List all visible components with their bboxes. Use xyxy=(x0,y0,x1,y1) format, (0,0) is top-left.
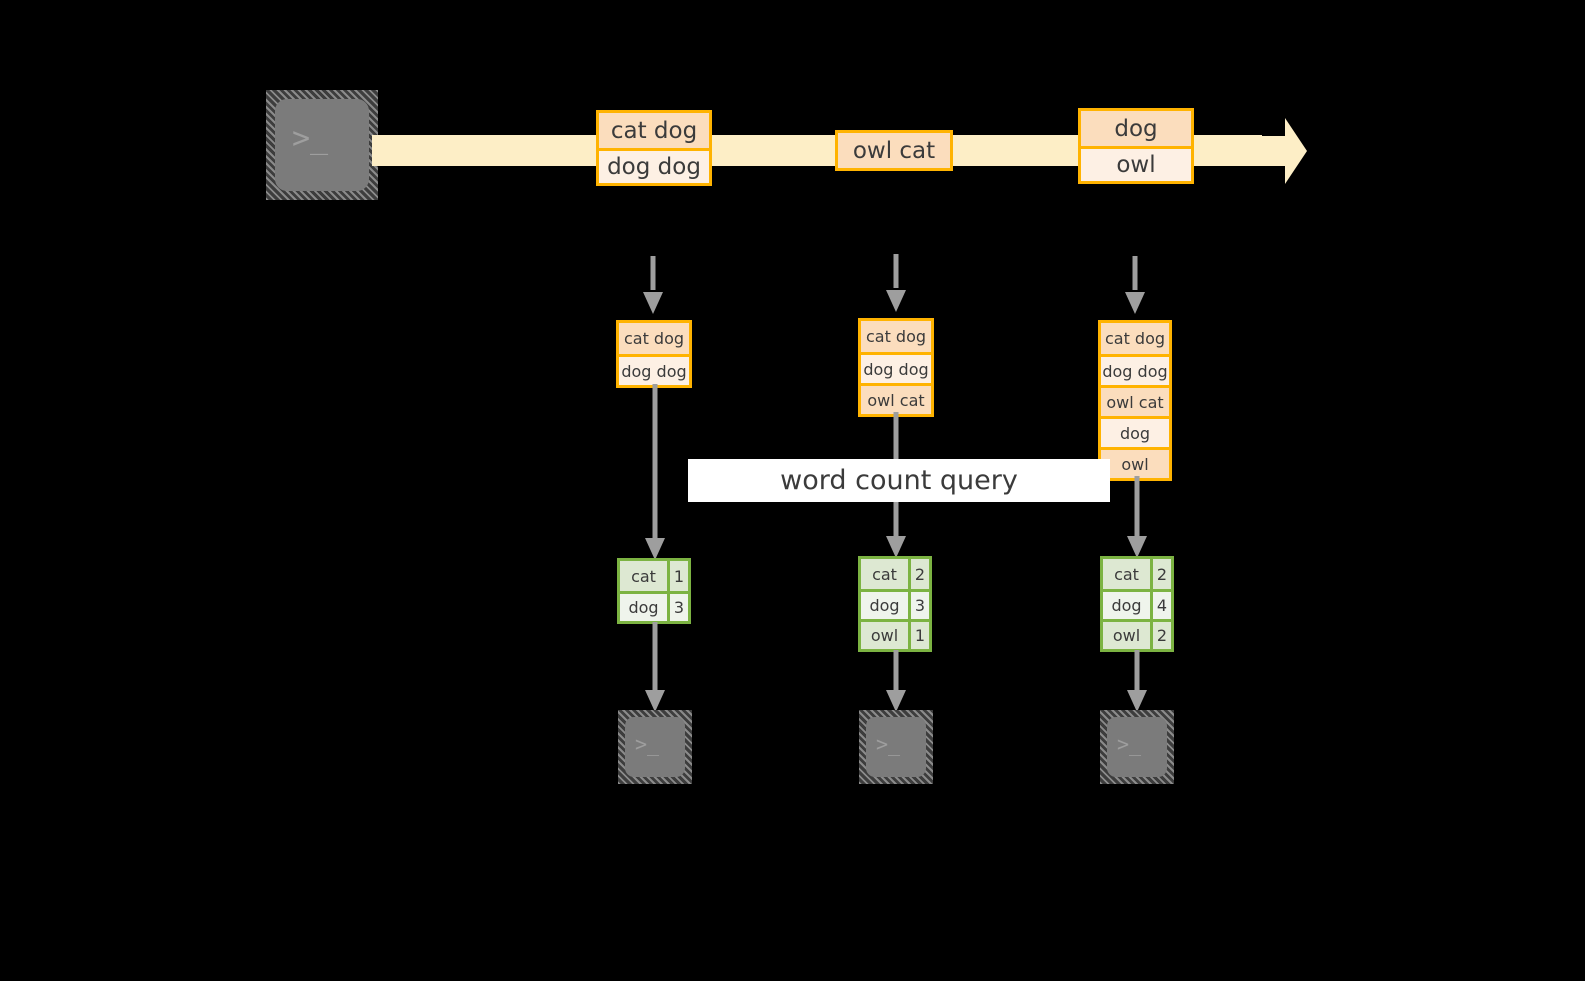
terminal-prompt-glyph: >_ xyxy=(876,732,901,756)
table-cell-word: cat xyxy=(861,559,908,589)
snapshot-line: owl xyxy=(1101,447,1169,478)
table-cell-word: dog xyxy=(861,592,908,619)
query-label-band: word count query xyxy=(688,459,1110,502)
right-arrow-icon xyxy=(1255,118,1307,184)
terminal-icon-consumer-3: >_ xyxy=(1100,710,1174,784)
solid-down-arrow-3 xyxy=(1125,476,1149,560)
snapshot-line: cat dog xyxy=(619,323,689,354)
table-row: cat 1 xyxy=(620,561,688,591)
table-cell-count: 3 xyxy=(908,592,929,619)
snapshot-line: dog dog xyxy=(619,354,689,385)
table-cell-count: 2 xyxy=(1150,559,1171,589)
terminal-prompt-glyph: >_ xyxy=(292,121,329,156)
snapshot-line: cat dog xyxy=(1101,323,1169,354)
terminal-screen xyxy=(625,717,685,777)
table-cell-count: 4 xyxy=(1150,592,1171,619)
terminal-screen xyxy=(866,717,926,777)
table-cell-count: 2 xyxy=(908,559,929,589)
terminal-icon-producer: >_ xyxy=(266,90,378,200)
dashed-down-arrow-1 xyxy=(641,256,665,316)
snapshot-line: owl cat xyxy=(861,383,931,414)
table-row: cat 2 xyxy=(1103,559,1171,589)
table-row: dog 4 xyxy=(1103,589,1171,619)
solid-down-arrow-1 xyxy=(643,384,667,562)
solid-down-arrow-5 xyxy=(884,650,908,714)
stream-message-line: owl cat xyxy=(838,133,950,168)
table-cell-word: cat xyxy=(620,561,667,591)
stream-message-line: owl xyxy=(1081,146,1191,181)
result-table-1: cat 1 dog 3 xyxy=(617,558,691,624)
snapshot-line: dog dog xyxy=(861,352,931,383)
snapshot-stack-1: cat dog dog dog xyxy=(616,320,692,388)
table-row: cat 2 xyxy=(861,559,929,589)
stream-message-3: dog owl xyxy=(1078,108,1194,184)
stream-message-line: cat dog xyxy=(599,113,709,148)
stream-message-line: dog xyxy=(1081,111,1191,146)
terminal-prompt-glyph: >_ xyxy=(635,732,660,756)
snapshot-line: owl cat xyxy=(1101,385,1169,416)
solid-down-arrow-6 xyxy=(1125,650,1149,714)
dashed-down-arrow-3 xyxy=(1123,256,1147,316)
stream-message-1: cat dog dog dog xyxy=(596,110,712,186)
table-cell-word: dog xyxy=(1103,592,1150,619)
table-cell-count: 1 xyxy=(908,622,929,649)
query-label: word count query xyxy=(780,465,1018,496)
dashed-down-arrow-2 xyxy=(884,254,908,314)
stream-message-2: owl cat xyxy=(835,130,953,171)
table-row: dog 3 xyxy=(861,589,929,619)
terminal-icon-consumer-1: >_ xyxy=(618,710,692,784)
snapshot-stack-3: cat dog dog dog owl cat dog owl xyxy=(1098,320,1172,481)
terminal-screen xyxy=(275,99,369,191)
table-cell-word: owl xyxy=(1103,622,1150,649)
terminal-icon-consumer-2: >_ xyxy=(859,710,933,784)
terminal-prompt-glyph: >_ xyxy=(1117,732,1142,756)
terminal-screen xyxy=(1107,717,1167,777)
table-cell-count: 2 xyxy=(1150,622,1171,649)
snapshot-line: cat dog xyxy=(861,321,931,352)
table-cell-word: cat xyxy=(1103,559,1150,589)
table-cell-count: 3 xyxy=(667,594,688,621)
solid-down-arrow-4 xyxy=(643,622,667,714)
stream-message-line: dog dog xyxy=(599,148,709,183)
snapshot-line: dog xyxy=(1101,416,1169,447)
snapshot-stack-2: cat dog dog dog owl cat xyxy=(858,318,934,417)
table-row: dog 3 xyxy=(620,591,688,621)
table-cell-word: dog xyxy=(620,594,667,621)
table-row: owl 1 xyxy=(861,619,929,649)
result-table-3: cat 2 dog 4 owl 2 xyxy=(1100,556,1174,652)
table-cell-count: 1 xyxy=(667,561,688,591)
snapshot-line: dog dog xyxy=(1101,354,1169,385)
table-row: owl 2 xyxy=(1103,619,1171,649)
result-table-2: cat 2 dog 3 owl 1 xyxy=(858,556,932,652)
table-cell-word: owl xyxy=(861,622,908,649)
